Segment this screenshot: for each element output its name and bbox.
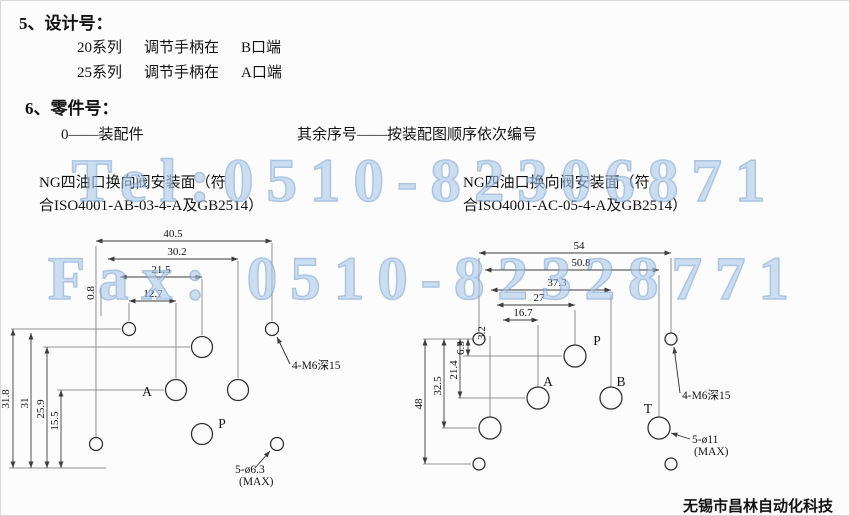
bolt-callout: 4-M6深15 [682, 388, 731, 402]
holes [88, 321, 285, 452]
port-callout: 5-ø11 [692, 434, 719, 446]
design-row-25: 25系列 调节手柄在 A口端 [77, 61, 282, 82]
dim-label: 40.5 [163, 228, 183, 240]
dim-label: 50.8 [571, 257, 591, 269]
part-note-assembly: 0——装配件 [61, 127, 144, 143]
bolt-hole [121, 321, 137, 337]
dimension-labels: 40.5 30.2 21.5 12.7 0.8 31.8 31 25.9 15.… [0, 228, 187, 431]
left-diagram-title: NG四油口换向阀安装面（符 合ISO4001-AB-03-4-A及GB2514） [39, 172, 263, 218]
bolt-hole [472, 332, 486, 346]
port-label-a: A [142, 384, 152, 399]
dim-label: 30.2 [167, 246, 186, 258]
dim-label: 3.2 [476, 326, 488, 340]
dim-label: 48 [413, 398, 425, 410]
port-hole-b [226, 378, 250, 402]
part-note-sequence: 其余序号——按装配图顺序依次编号 [297, 127, 538, 143]
bolt-hole [264, 321, 280, 337]
port-hole-a [526, 386, 550, 410]
port-label-t: T [644, 401, 653, 416]
dim-label: 37.3 [547, 277, 567, 289]
dim-label: 54 [574, 240, 586, 252]
port-label-a: A [543, 374, 553, 389]
left-title-line2: 合ISO4001-AB-03-4-A及GB2514） [39, 198, 264, 214]
series-label: 25系列 [77, 65, 123, 81]
right-title-line1: NG四油口换向阀安装面（符 [463, 175, 650, 191]
dimension-labels: 54 50.8 37.3 27 16.7 3.2 6.3 48 32.5 21.… [413, 240, 591, 410]
dim-label: 31.8 [0, 389, 12, 409]
port-callout: 5-ø6.3 [235, 464, 265, 476]
extension-lines [423, 258, 672, 465]
port-callout-max: (MAX) [239, 476, 274, 488]
port-labels: A P [142, 384, 226, 431]
handle-desc: 调节手柄在 [144, 65, 220, 81]
bolt-hole [664, 332, 678, 346]
port-label-p: P [593, 333, 601, 348]
port-hole-a [164, 378, 188, 402]
bolt-hole [472, 457, 486, 471]
holes [472, 332, 678, 471]
port-hole-p [563, 344, 587, 368]
handle-desc: 调节手柄在 [144, 40, 220, 56]
design-number-heading: 5、设计号： [19, 14, 113, 33]
dim-label: 32.5 [432, 376, 444, 396]
dim-label: 21.4 [448, 360, 460, 380]
port-labels: P A B T [543, 333, 653, 416]
bolt-hole [269, 436, 285, 452]
right-title-line2: 合ISO4001-AC-05-4-A及GB2514） [463, 198, 688, 214]
port-end-label: B口端 [241, 40, 282, 56]
dim-label: 12.7 [143, 288, 163, 300]
port-hole-t [478, 416, 502, 440]
series-label: 20系列 [77, 40, 123, 56]
dim-label: 31 [19, 398, 31, 409]
right-mounting-diagram: 54 50.8 37.3 27 16.7 3.2 6.3 48 32.5 21.… [413, 240, 731, 471]
port-hole-p [190, 422, 214, 446]
port-callout-max: (MAX) [694, 446, 729, 458]
bolt-callout: 4-M6深15 [292, 358, 341, 372]
port-hole-t [647, 416, 671, 440]
dim-label: 6.3 [455, 341, 467, 355]
callouts: 4-M6深15 5-ø11 (MAX) [670, 346, 731, 458]
left-mounting-diagram: 40.5 30.2 21.5 12.7 0.8 31.8 31 25.9 15.… [0, 228, 341, 488]
dim-label: 16.7 [513, 307, 533, 319]
right-diagram-title: NG四油口换向阀安装面（符 合ISO4001-AC-05-4-A及GB2514） [463, 172, 687, 218]
bolt-hole [88, 436, 104, 452]
extension-lines [9, 243, 273, 469]
dim-label: 15.5 [49, 411, 61, 431]
dim-label: 21.5 [151, 264, 171, 276]
port-hole-b [599, 386, 623, 410]
left-title-line1: NG四油口换向阀安装面（符 [39, 175, 226, 191]
port-hole-t [190, 335, 214, 359]
design-row-20: 20系列 调节手柄在 B口端 [77, 36, 281, 57]
port-end-label: A口端 [241, 65, 282, 81]
part-number-heading: 6、零件号： [25, 99, 119, 118]
port-label-p: P [218, 416, 226, 431]
dim-label: 0.8 [85, 286, 97, 300]
callouts: 4-M6深15 5-ø6.3 (MAX) [235, 336, 341, 488]
dim-label: 27 [534, 292, 546, 304]
dimension-lines [10, 238, 272, 468]
dimension-lines [422, 250, 671, 464]
port-label-b: B [616, 374, 625, 389]
bolt-hole [664, 457, 678, 471]
company-name: 无锡市昌林自动化科技 [682, 499, 833, 515]
dim-label: 25.9 [35, 399, 47, 419]
